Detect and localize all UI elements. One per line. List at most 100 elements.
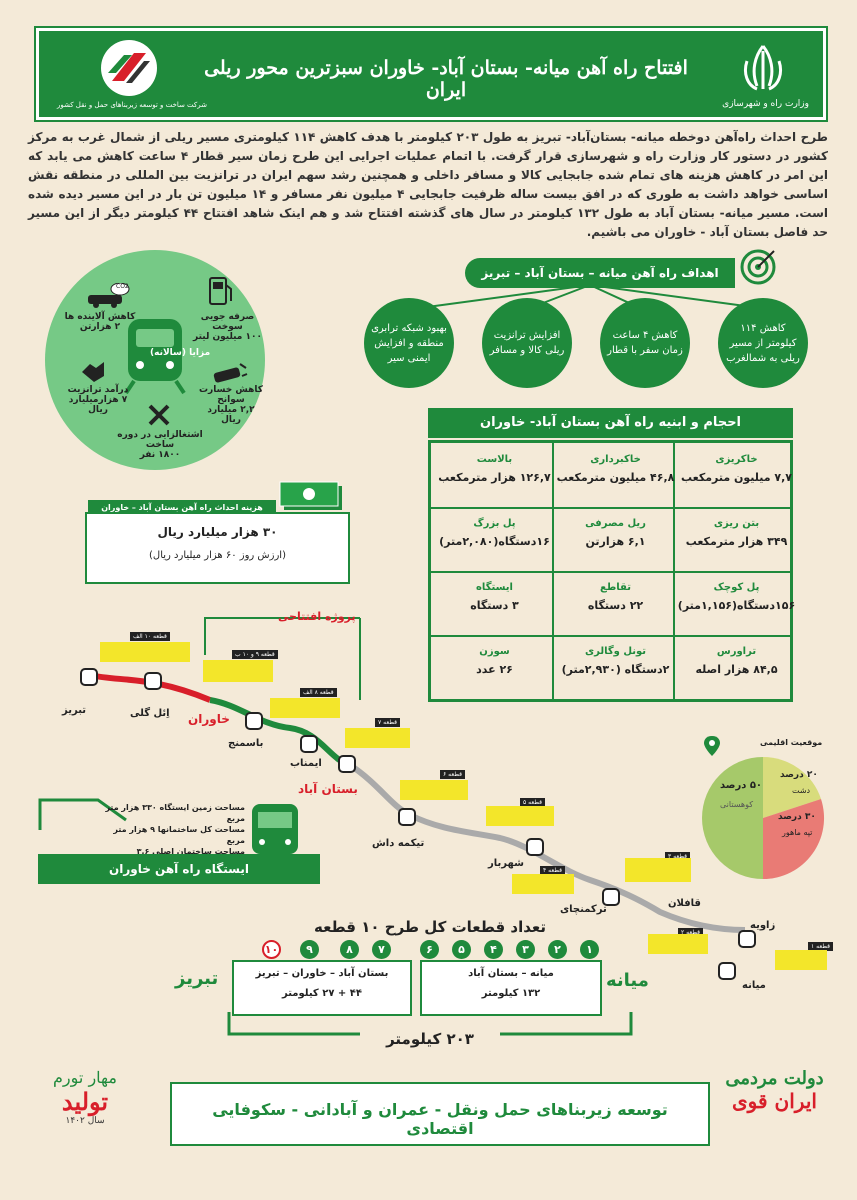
station-icon <box>338 755 356 773</box>
station-name: تبریز <box>62 705 87 716</box>
location-pin-icon <box>704 736 720 756</box>
money-icon <box>279 481 342 510</box>
footer-slogan: توسعه زیربناهای حمل ونقل - عمران و آبادا… <box>212 1100 668 1138</box>
segment-number: ۷ <box>372 940 391 959</box>
goal-item: کاهش ۱۱۴ کیلومتر از مسیر ریلی به شمالغرب <box>718 298 808 388</box>
station-name: ایمناب <box>290 758 322 769</box>
footer-banner <box>170 1082 710 1146</box>
page-title: افتتاح راه آهن میانه- بستان آباد- خاوران… <box>204 57 688 101</box>
segment-info-tag <box>648 934 708 954</box>
opened-project-text: پروژه افتتاحی <box>278 610 356 623</box>
intro-paragraph: طرح احداث راه‌آهن دوخطه میانه- بستان‌آبا… <box>28 130 829 239</box>
segment-info-tag <box>270 698 340 718</box>
goal-item: بهبود شبکه ترابری منطقه و افزایش ایمنی س… <box>364 298 454 388</box>
station-icon <box>398 808 416 826</box>
segment-info-tag <box>775 950 827 970</box>
station-name: شهربار <box>488 858 524 869</box>
slogan-text: تولید <box>61 1087 109 1116</box>
car-crash-icon <box>213 363 248 383</box>
segment-tag: قطعه ۷ <box>375 718 401 727</box>
station-name: میانه <box>742 980 766 991</box>
segment-number: ۴ <box>484 940 503 959</box>
station-icon <box>144 672 162 690</box>
volume-value: ۱۶دستگاه(۲,۰۸۰متر) <box>439 535 550 548</box>
volume-value: ۱۲۶,۷ هزار مترمکعب <box>438 471 551 484</box>
volume-value: ۳ دستگاه <box>470 599 519 612</box>
fuel-pump-icon <box>209 277 232 305</box>
climate-value: ۳۰ درصد <box>778 812 816 822</box>
handshake-icon <box>82 362 104 382</box>
station-name: ترکمنچای <box>560 904 607 915</box>
station-stat: مساحت کل ساختمانها ۹ هزار متر مربع <box>113 825 245 845</box>
segment-number: ۲ <box>548 940 567 959</box>
station-roof-icon <box>38 798 127 830</box>
segment-number: ۵ <box>452 940 471 959</box>
slogan-logo-right: دولت مردمی ایران قوی <box>712 1068 837 1158</box>
benefit-label: کاهش آلاینده ها <box>64 312 136 322</box>
segment-tag: قطعه ۳ <box>665 852 691 861</box>
climate-value: ۵۰ درصد <box>720 780 763 791</box>
cost-value: ۳۰ هزار میلیارد ریال <box>157 525 278 539</box>
volume-name: پل بزرگ <box>473 518 516 529</box>
co2-label: CO2 <box>116 283 129 290</box>
volume-value: ۶,۱ هزارتن <box>585 535 646 548</box>
segment-tag: قطعه ۶ <box>440 770 466 779</box>
volume-name: تونل وگالری <box>584 646 647 657</box>
climate-label: تپه ماهور <box>782 828 813 837</box>
benefit-value: ۷ هزارمیلیارد ریال <box>68 395 128 415</box>
goal-item: کاهش ۴ ساعت زمان سفر با قطار <box>600 298 690 388</box>
volume-name: بتن ریزی <box>713 518 760 529</box>
station-stat: مساحت زمین ایستگاه ۳۳۰ هزار متر مربع <box>105 803 245 823</box>
segment-length: ۴۴ + ۲۷ کیلومتر <box>281 988 362 999</box>
segment-number: ۸ <box>340 940 359 959</box>
segment-info-tag <box>486 806 554 826</box>
slogan-text: دولت مردمی <box>725 1068 824 1089</box>
slogan-text: سال ۱۴۰۲ <box>65 1116 105 1126</box>
benefits-center-label: مزایا (سالانه) <box>150 348 211 358</box>
segment-box-right <box>420 960 602 1016</box>
station-name: خاوران <box>188 712 230 726</box>
station-icon <box>245 712 263 730</box>
slogan-text: ایران قوی <box>732 1089 817 1113</box>
benefit-label: کاهش خسارت سوانح <box>199 385 263 405</box>
climate-title: موقعیت اقلیمی <box>760 738 823 747</box>
segment-number: ۶ <box>420 940 439 959</box>
slogan-logo-left: مهار تورم تولید سال ۱۴۰۲ <box>25 1068 145 1158</box>
station-icon <box>738 930 756 948</box>
volume-name: خاکبرداری <box>590 454 641 465</box>
station-name: زاویه <box>750 920 776 931</box>
station-name: بستان آباد <box>298 782 358 796</box>
benefit-jobs: اشتغالزایی در دوره ساخت ۱۸۰۰ نفر <box>115 430 205 460</box>
volume-value: ۳۴۹ هزار مترمکعب <box>685 535 788 548</box>
segment-info-tag <box>625 858 691 882</box>
volume-value: ۷,۷ میلیون مترمکعب <box>680 471 793 484</box>
volume-name: بالاست <box>476 454 513 465</box>
benefit-fuel: صرفه جویی سوخت ۱۰۰ میلیون لیتر <box>190 312 265 342</box>
station-name: باسمنج <box>228 738 264 749</box>
station-icon <box>602 888 620 906</box>
segment-tag: قطعه ۵ <box>520 798 546 807</box>
cost-current-value: (ارزش روز ۶۰ هزار میلیارد ریال) <box>149 550 286 561</box>
volume-name: خاکریزی <box>715 454 758 465</box>
benefit-emissions: کاهش آلاینده ها ۲ هزارتن <box>60 312 140 332</box>
volume-cell: بتن ریزی ۳۴۹ هزار مترمکعب <box>673 514 800 566</box>
segment-number: ۹ <box>300 940 319 959</box>
segment-tag: قطعه ۲ <box>678 928 704 937</box>
segment-info-tag <box>100 642 190 662</box>
benefit-label: اشتغالزایی در دوره ساخت <box>117 430 203 450</box>
volume-name: پل کوچک <box>713 582 760 593</box>
benefit-accidents: کاهش خسارت سوانح ۲,۲ میلیارد ریال <box>196 385 266 425</box>
volume-name: تراورس <box>716 646 757 657</box>
benefit-label: درآمد ترانزیت <box>67 385 129 395</box>
volume-cell: بالاست ۱۲۶,۷ هزار مترمکعب <box>431 450 558 502</box>
company-logo-icon <box>101 40 157 96</box>
station-icon <box>300 735 318 753</box>
segment-route: بستان آباد – خاوران – تبریز <box>255 968 389 979</box>
target-icon <box>740 249 776 285</box>
